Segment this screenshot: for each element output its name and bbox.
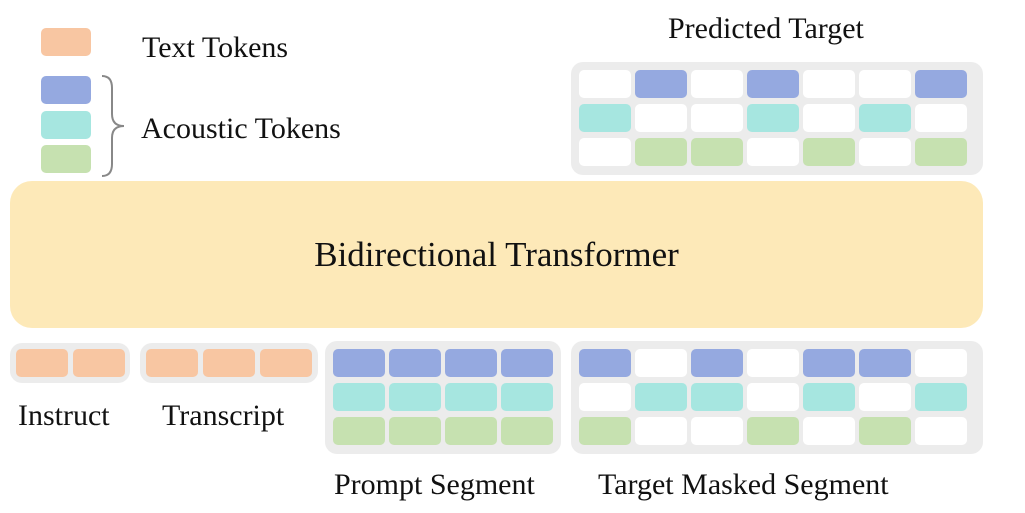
predicted-target-label: Predicted Target	[668, 12, 864, 45]
instruct-text-token-1	[73, 349, 125, 377]
predicted-target-token-r1-c0	[579, 104, 631, 132]
prompt-segment-grid	[325, 341, 561, 454]
target-masked-token-r0-c4	[803, 349, 855, 377]
prompt-segment-label: Prompt Segment	[334, 468, 535, 501]
target-masked-token-r1-c0-masked	[579, 383, 631, 411]
predicted-target-token-r2-c5-masked	[859, 138, 911, 166]
target-masked-token-r0-c3-masked	[747, 349, 799, 377]
bidirectional-transformer-block: Bidirectional Transformer	[10, 181, 983, 328]
target-masked-token-r1-c2	[691, 383, 743, 411]
prompt-segment-token-r2-c0	[333, 417, 385, 445]
target-masked-token-r2-c6-masked	[915, 417, 967, 445]
transformer-label: Bidirectional Transformer	[314, 234, 679, 274]
predicted-target-token-r0-c0-masked	[579, 70, 631, 98]
predicted-target-token-r2-c2	[691, 138, 743, 166]
predicted-target-token-r0-c3	[747, 70, 799, 98]
legend-text-tokens-label: Text Tokens	[142, 31, 289, 64]
predicted-target-token-r0-c5-masked	[859, 70, 911, 98]
transcript-text-token-0	[146, 349, 198, 377]
predicted-target-token-r0-c2-masked	[691, 70, 743, 98]
target-masked-token-r0-c1-masked	[635, 349, 687, 377]
legend-acoustic-swatch-2	[41, 111, 91, 139]
target-masked-token-r2-c5	[859, 417, 911, 445]
prompt-segment-token-r0-c1	[389, 349, 441, 377]
predicted-target-token-r0-c1	[635, 70, 687, 98]
target-masked-token-r1-c1	[635, 383, 687, 411]
legend-acoustic-tokens-label: Acoustic Tokens	[141, 112, 341, 145]
predicted-target-token-r1-c3	[747, 104, 799, 132]
target-masked-token-r2-c0	[579, 417, 631, 445]
predicted-target-token-r1-c1-masked	[635, 104, 687, 132]
target-masked-token-r1-c6	[915, 383, 967, 411]
target-masked-token-r0-c0	[579, 349, 631, 377]
transcript-text-token-1	[203, 349, 255, 377]
prompt-segment-token-r1-c1	[389, 383, 441, 411]
prompt-segment-token-r1-c2	[445, 383, 497, 411]
prompt-segment-token-r1-c0	[333, 383, 385, 411]
predicted-target-token-r1-c5	[859, 104, 911, 132]
prompt-segment-token-r0-c2	[445, 349, 497, 377]
transcript-label: Transcript	[162, 399, 285, 432]
target-masked-token-r2-c3	[747, 417, 799, 445]
predicted-target-token-r2-c6	[915, 138, 967, 166]
target-masked-token-r2-c2-masked	[691, 417, 743, 445]
target-masked-token-r2-c4-masked	[803, 417, 855, 445]
predicted-target-token-r1-c4-masked	[803, 104, 855, 132]
prompt-segment-token-r1-c3	[501, 383, 553, 411]
predicted-target-grid	[571, 62, 983, 175]
prompt-segment-token-r2-c3	[501, 417, 553, 445]
target-masked-segment-label: Target Masked Segment	[598, 468, 889, 501]
prompt-segment-token-r2-c1	[389, 417, 441, 445]
instruct-token-group	[10, 343, 130, 383]
target-masked-token-r2-c1-masked	[635, 417, 687, 445]
predicted-target-token-r2-c0-masked	[579, 138, 631, 166]
legend-brace-icon	[101, 75, 125, 177]
transcript-token-group	[140, 343, 318, 383]
legend-acoustic-swatch-1	[41, 76, 91, 104]
target-masked-token-r0-c2	[691, 349, 743, 377]
prompt-segment-token-r0-c0	[333, 349, 385, 377]
target-masked-token-r0-c5	[859, 349, 911, 377]
target-masked-segment-grid	[571, 341, 983, 454]
predicted-target-token-r1-c2-masked	[691, 104, 743, 132]
predicted-target-token-r2-c1	[635, 138, 687, 166]
instruct-label: Instruct	[18, 399, 110, 432]
target-masked-token-r0-c6-masked	[915, 349, 967, 377]
predicted-target-token-r0-c4-masked	[803, 70, 855, 98]
transcript-text-token-2	[260, 349, 312, 377]
predicted-target-token-r2-c4	[803, 138, 855, 166]
legend-acoustic-swatch-3	[41, 145, 91, 173]
prompt-segment-token-r0-c3	[501, 349, 553, 377]
target-masked-token-r1-c5-masked	[859, 383, 911, 411]
instruct-text-token-0	[16, 349, 68, 377]
legend-text-token-swatch	[41, 28, 91, 56]
predicted-target-token-r0-c6	[915, 70, 967, 98]
predicted-target-token-r1-c6-masked	[915, 104, 967, 132]
predicted-target-token-r2-c3-masked	[747, 138, 799, 166]
target-masked-token-r1-c3-masked	[747, 383, 799, 411]
target-masked-token-r1-c4	[803, 383, 855, 411]
prompt-segment-token-r2-c2	[445, 417, 497, 445]
